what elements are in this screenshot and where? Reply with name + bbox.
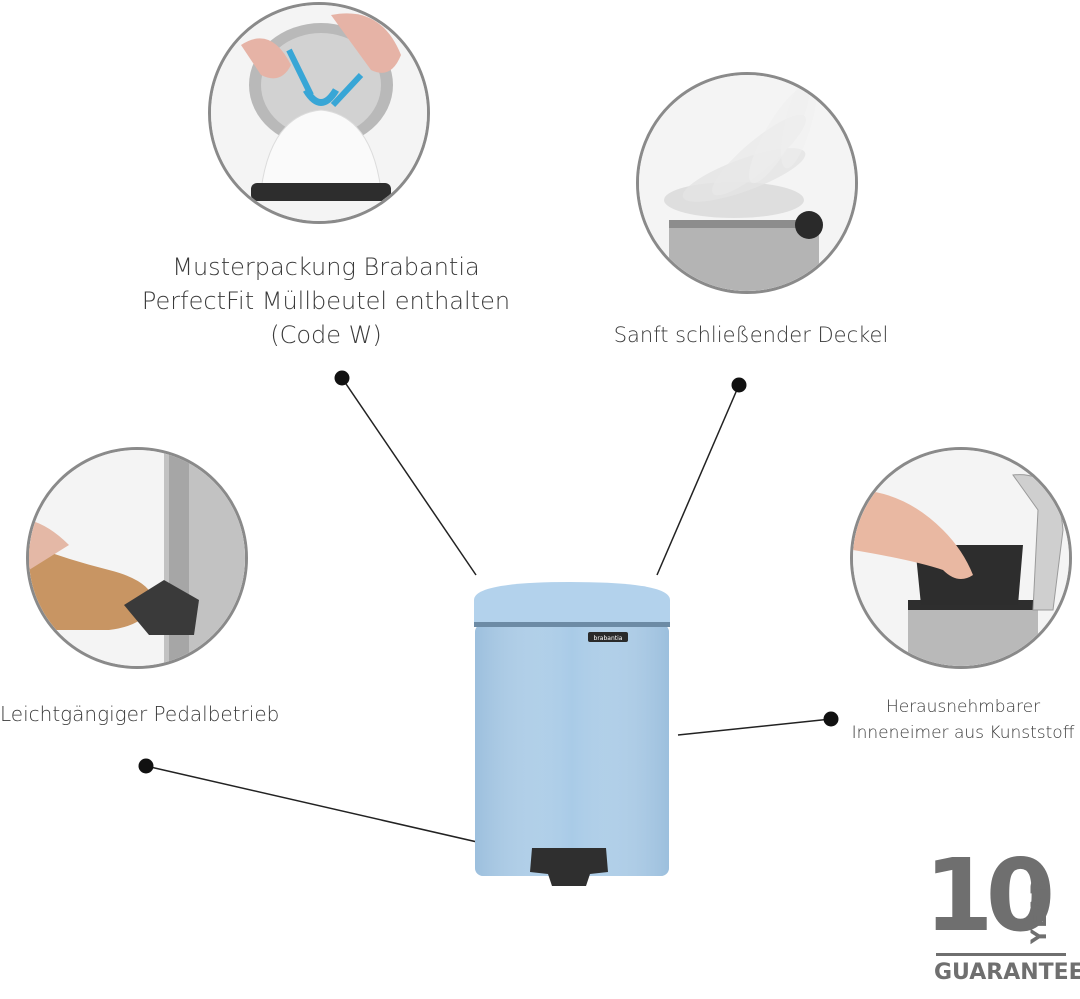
pedal-pointer-dot [138, 758, 154, 774]
bin-brand-logo: brabantia [594, 635, 623, 642]
guarantee-unit: YEAR [1027, 878, 1051, 944]
bag-pointer-line [341, 377, 477, 576]
pedal-detail-image [29, 450, 245, 666]
bag-feature-line-2: PerfectFit Müllbeutel enthalten [141, 287, 511, 315]
bag-feature-line-1: Musterpackung Brabantia [172, 253, 480, 281]
guarantee-text: GUARANTEE [934, 960, 1080, 985]
bag-detail-image [211, 5, 427, 221]
lid-pointer-dot [731, 377, 747, 393]
pedal-bin: brabantia [474, 582, 670, 886]
bag-feature-line-3: (Code W) [270, 321, 382, 349]
bag-feature-label: Musterpackung Brabantia PerfectFit Müllb… [140, 250, 512, 352]
bag-detail-circle [208, 2, 430, 224]
inner-bucket-detail-circle [850, 447, 1072, 669]
lid-pointer-line [656, 384, 740, 576]
inner-feature-line-2: Inneneimer aus Kunststoff [851, 723, 1075, 743]
inner-pointer-line [677, 718, 832, 736]
bag-pointer-dot [334, 370, 350, 386]
inner-feature-line-1: Herausnehmbarer [885, 697, 1041, 717]
inner-feature-label: Herausnehmbarer Inneneimer aus Kunststof… [846, 694, 1080, 746]
guarantee-badge: 10 YEAR GUARANTEE [924, 846, 1080, 995]
guarantee-divider [936, 953, 1066, 956]
guarantee-number: 10 [924, 837, 1055, 954]
pedal-pointer-line [145, 765, 513, 851]
pedal-feature-label: Leichtgängiger Pedalbetrieb [0, 702, 280, 726]
pedal-detail-circle [26, 447, 248, 669]
inner-pointer-dot [823, 711, 839, 727]
lid-feature-label: Sanft schließender Deckel [613, 323, 889, 347]
lid-detail-circle [636, 72, 858, 294]
